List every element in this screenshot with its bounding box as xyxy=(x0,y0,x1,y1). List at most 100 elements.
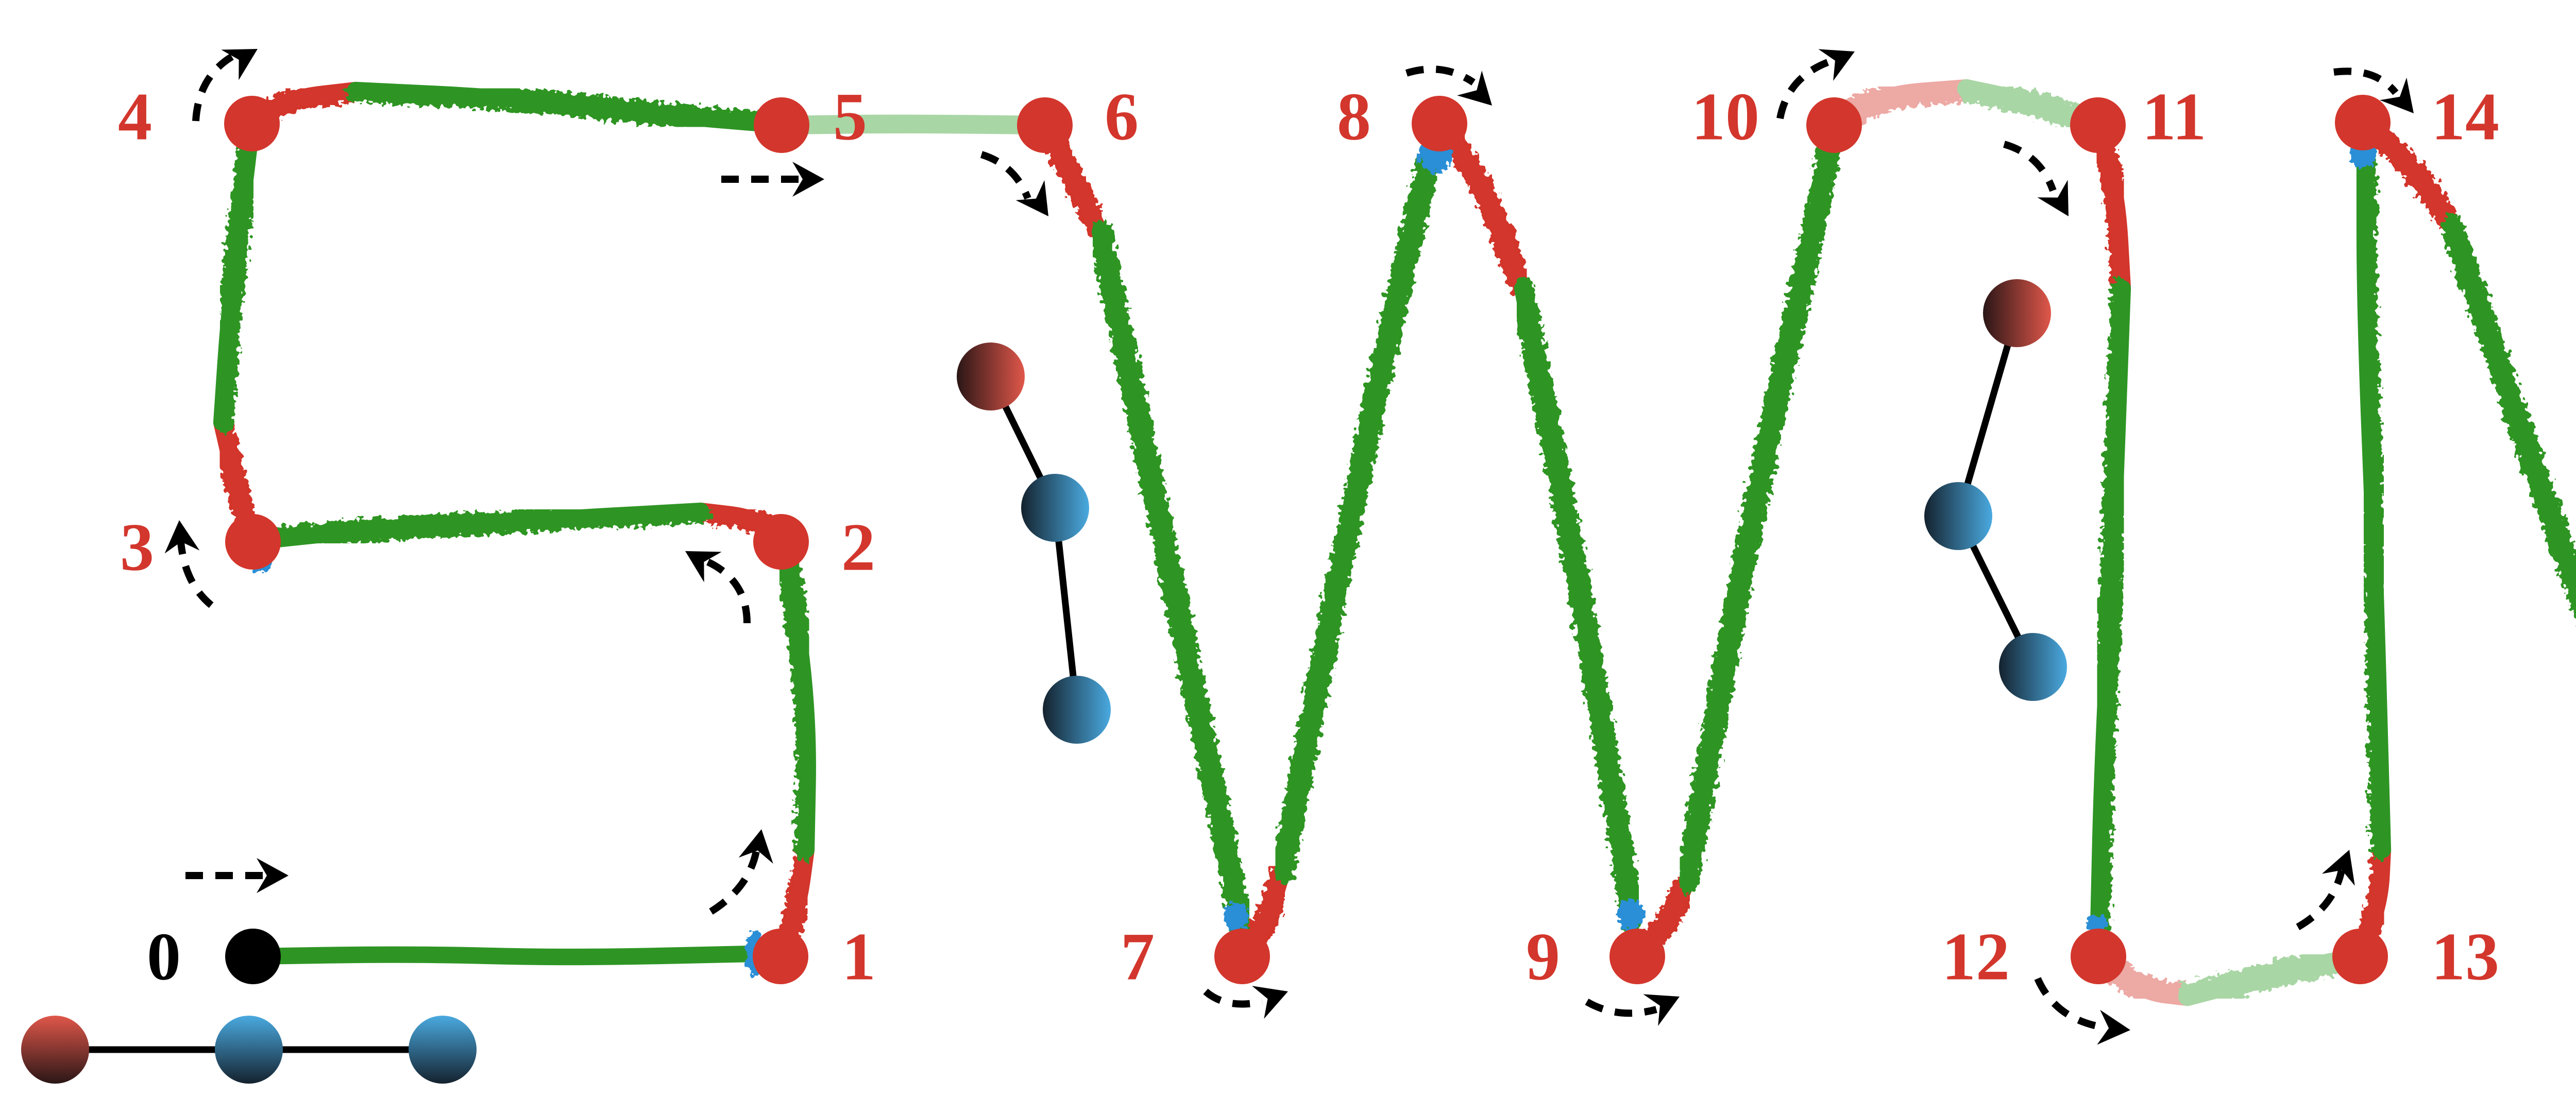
waypoint-marker xyxy=(1412,96,1467,151)
waypoint-label: 13 xyxy=(2431,919,2499,995)
arrowhead-icon xyxy=(1457,71,1492,106)
waypoint-marker xyxy=(224,96,280,151)
blue-trajectory-blob xyxy=(1223,902,1250,931)
waypoint-label: 7 xyxy=(1121,919,1155,995)
waypoint-marker xyxy=(225,514,281,570)
waypoint-3: 3 xyxy=(120,509,281,585)
waypoint-2: 2 xyxy=(753,509,875,585)
trajectory-core xyxy=(2356,146,2392,859)
waypoint-12: 12 xyxy=(1942,919,2126,995)
waypoint-1: 1 xyxy=(753,919,876,995)
waypoint-label: 14 xyxy=(2431,79,2499,155)
arrowhead-icon xyxy=(2380,77,2414,113)
blue-trajectory-blob xyxy=(1617,899,1644,930)
waypoint-4: 4 xyxy=(118,79,280,155)
trajectory-0-to-1 xyxy=(241,942,764,969)
trajectory-core xyxy=(772,114,1055,135)
arrowhead-icon xyxy=(1252,986,1288,1019)
swimmer-sphere-blue xyxy=(1999,633,2067,701)
dashed-arrow-icon xyxy=(185,858,289,893)
waypoint-11: 11 xyxy=(2070,79,2206,155)
trajectory-3-to-4 xyxy=(210,112,265,554)
waypoint-marker xyxy=(2071,929,2126,984)
waypoint-marker xyxy=(1806,97,1862,153)
waypoint-8: 8 xyxy=(1337,79,1467,155)
arrowhead-icon xyxy=(792,162,824,197)
waypoint-label: 12 xyxy=(1942,919,2010,995)
trajectory-core xyxy=(1091,223,1251,936)
trajectory-13-to-14 xyxy=(2348,143,2395,968)
dashed-arrow-icon xyxy=(685,551,751,624)
arrowhead-icon xyxy=(257,858,289,893)
trajectory-7-to-8 xyxy=(1230,148,1442,968)
trajectory-core xyxy=(772,533,816,859)
trajectory-core xyxy=(213,414,262,551)
trajectory-9-to-10 xyxy=(1625,113,1846,968)
swimmer-rod xyxy=(1955,312,2021,517)
swimmer-sphere-blue xyxy=(1043,676,1111,744)
dashed-arrow-icon xyxy=(192,49,258,122)
swimmer-layer xyxy=(21,279,2067,1084)
waypoint-label: 6 xyxy=(1105,79,1139,155)
waypoint-marker xyxy=(1017,97,1073,153)
waypoint-label: 11 xyxy=(2142,79,2207,155)
waypoint-marker xyxy=(2335,95,2391,150)
arrowhead-icon xyxy=(221,49,258,80)
dashed-arrow-icon xyxy=(1203,986,1288,1019)
waypoint-14: 14 xyxy=(2335,79,2499,155)
waypoint-label: 4 xyxy=(118,79,152,155)
dashed-arrow-icon xyxy=(721,162,824,197)
arrowhead-icon xyxy=(2321,850,2355,886)
dashed-arrow-icon xyxy=(1585,994,1680,1026)
trajectory-core xyxy=(244,502,709,551)
trajectory-5-to-6 xyxy=(768,110,1058,139)
trajectory-14-to-15 xyxy=(2351,111,2576,622)
trajectory-11-to-12 xyxy=(2086,113,2134,939)
swimmer-sphere-red xyxy=(957,342,1025,410)
trajectory-layer xyxy=(210,75,2576,1010)
arrowhead-icon xyxy=(1818,49,1855,81)
waypoint-label: 5 xyxy=(833,79,867,155)
dashed-arrow-icon xyxy=(1776,49,1855,119)
swimmer-sphere-blue xyxy=(1021,474,1089,542)
trajectory-4-to-5 xyxy=(240,78,793,137)
trajectory-segment xyxy=(2441,215,2576,622)
trajectory-core xyxy=(1824,79,1976,135)
trajectory-core xyxy=(1274,151,1438,879)
waypoint-label: 0 xyxy=(147,919,181,995)
trajectory-core xyxy=(244,945,761,966)
waypoint-5: 5 xyxy=(754,79,867,155)
waypoint-label: 8 xyxy=(1337,79,1371,155)
waypoint-marker xyxy=(2070,97,2126,153)
arrowhead-icon xyxy=(2037,180,2069,216)
arrowhead-icon xyxy=(164,520,200,554)
waypoint-7: 7 xyxy=(1121,919,1270,995)
trajectory-core xyxy=(213,115,261,431)
waypoint-0: 0 xyxy=(147,919,281,995)
dashed-arrow-icon xyxy=(1405,65,1492,106)
trajectory-core xyxy=(1431,115,1531,297)
waypoint-10: 10 xyxy=(1691,79,1862,155)
dashed-arrow-icon xyxy=(2003,141,2069,216)
direction-arrow-layer xyxy=(164,49,2414,1045)
trajectory-core xyxy=(1957,79,2108,135)
waypoint-label: 2 xyxy=(841,509,875,585)
dashed-arrow-icon xyxy=(2034,977,2130,1045)
trajectory-6-to-7 xyxy=(1033,113,1254,939)
waypoint-label: 1 xyxy=(842,919,876,995)
trajectory-core xyxy=(2089,947,2197,1006)
waypoint-9: 9 xyxy=(1526,919,1665,995)
waypoint-label: 9 xyxy=(1526,919,1560,995)
dashed-arrow-icon xyxy=(709,829,773,915)
trajectory-1-to-2 xyxy=(769,530,820,968)
trajectory-core xyxy=(1514,280,1642,931)
waypoint-marker xyxy=(1609,929,1665,984)
dashed-arrow-icon xyxy=(2333,67,2414,113)
arrowhead-icon xyxy=(1643,994,1680,1026)
arrowhead-icon xyxy=(738,829,773,864)
waypoint-marker xyxy=(1214,929,1270,984)
swimmer-sphere-blue xyxy=(1924,482,1992,550)
swimmer-after-w xyxy=(1924,279,2067,701)
trajectory-core xyxy=(772,841,815,965)
